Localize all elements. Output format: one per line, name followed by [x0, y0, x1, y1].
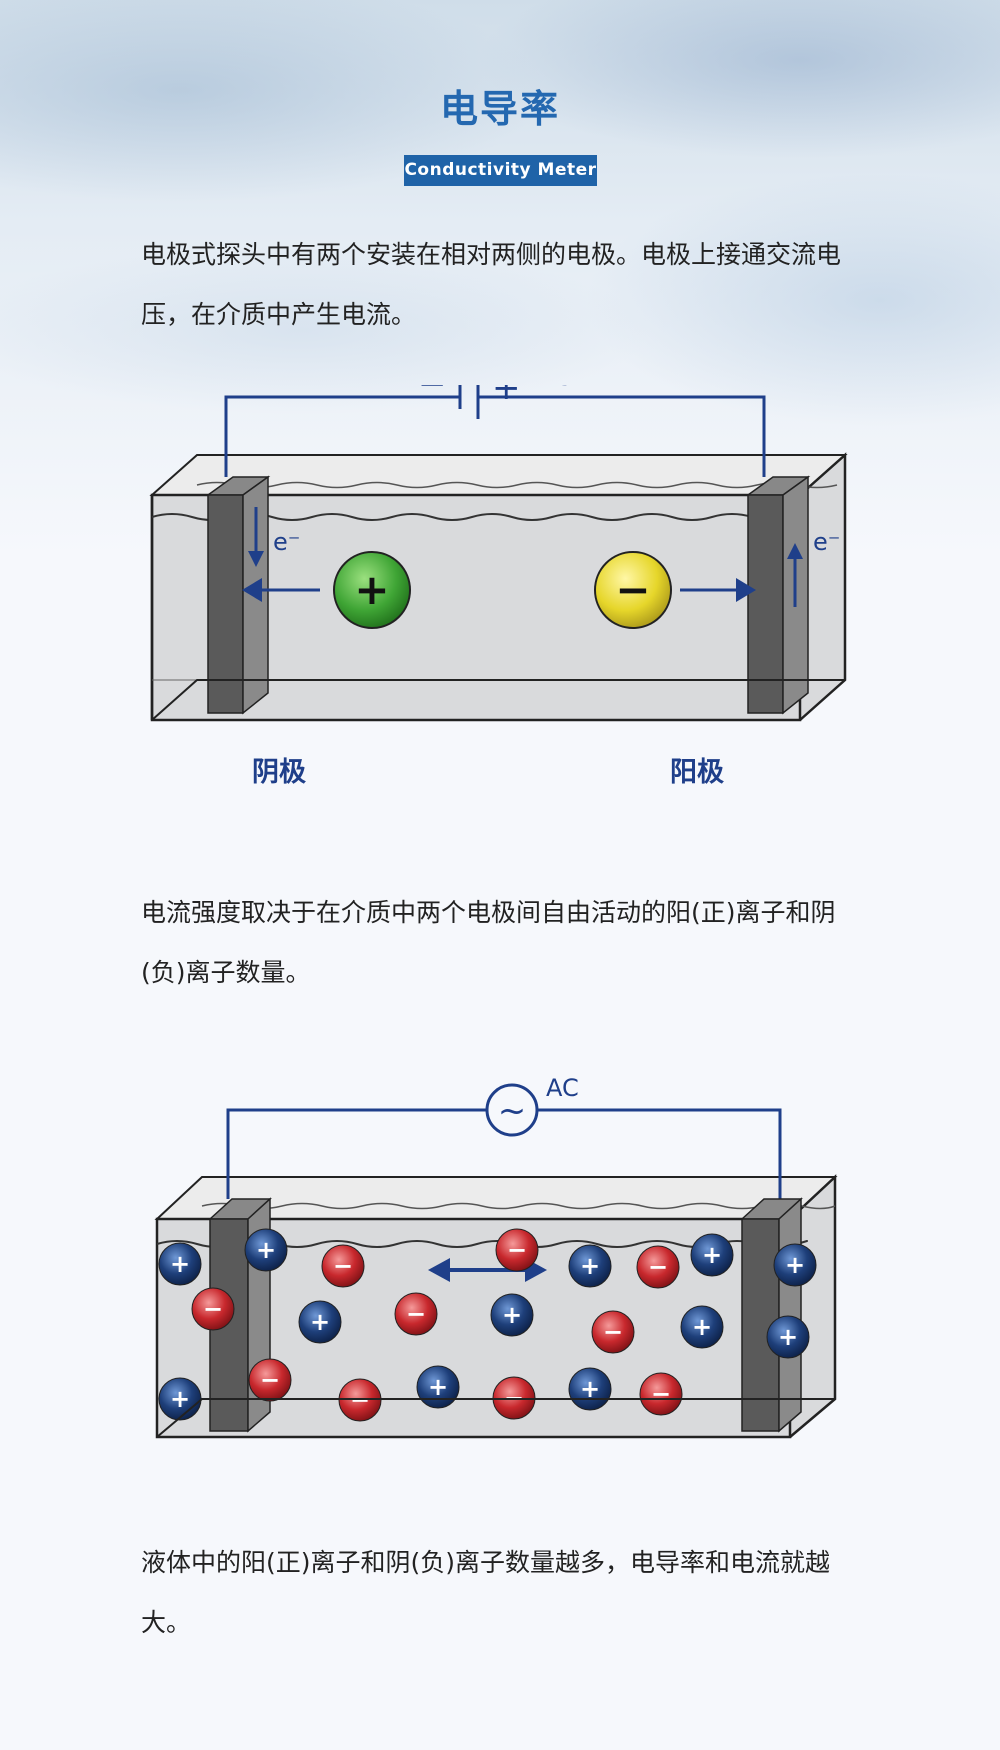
- ac-source-circle: [485, 1083, 539, 1137]
- cation: [490, 1293, 534, 1337]
- cathode-label: 阴极: [252, 757, 306, 788]
- cation: [680, 1305, 724, 1349]
- electron-label-left: e⁻: [273, 528, 300, 556]
- cation-symbol: +: [580, 1252, 600, 1280]
- cation: [416, 1365, 460, 1409]
- ac-source-label: AC: [546, 1074, 579, 1102]
- anode-label: 阳极: [670, 757, 724, 788]
- cathode-electrode: [207, 494, 244, 714]
- right-electrode: [741, 1218, 780, 1432]
- conclusion-paragraph: 液体中的阳(正)离子和阴(负)离子数量越多，电导率和电流就越大。: [141, 1548, 831, 1637]
- cation: [690, 1233, 734, 1277]
- anion-symbol: −: [648, 1253, 668, 1281]
- cation: [766, 1315, 810, 1359]
- wire-left: [224, 395, 460, 477]
- cation-symbol: +: [310, 1308, 330, 1336]
- anion: [191, 1287, 235, 1331]
- ac-electrode-diagram: ~ AC ++−−+−−++−−++−+−+−+−++: [154, 1074, 838, 1439]
- anion: [594, 551, 672, 629]
- anion: [636, 1245, 680, 1289]
- battery-minus-sign: −: [418, 385, 447, 404]
- cation-symbol: +: [428, 1373, 448, 1401]
- anion: [639, 1372, 683, 1416]
- anion: [591, 1310, 635, 1354]
- anion-symbol: −: [615, 565, 650, 614]
- cation-symbol: +: [580, 1375, 600, 1403]
- cation-symbol: +: [170, 1250, 190, 1278]
- anion: [394, 1292, 438, 1336]
- cation: [244, 1228, 288, 1272]
- anion: [495, 1228, 539, 1272]
- battery-plus-sign: +: [492, 385, 521, 408]
- electron-label-right: e⁻: [813, 528, 840, 556]
- cation-symbol: +: [354, 565, 389, 614]
- wire-left: [226, 1108, 487, 1199]
- anion-symbol: −: [203, 1295, 223, 1323]
- wire-right: [478, 395, 766, 477]
- anion: [248, 1358, 292, 1402]
- anion-symbol: −: [260, 1366, 280, 1394]
- tank-body: [152, 455, 845, 720]
- anion-symbol: −: [507, 1236, 527, 1264]
- cation: [158, 1242, 202, 1286]
- anion: [321, 1244, 365, 1288]
- anion-symbol: −: [333, 1252, 353, 1280]
- cation: [568, 1244, 612, 1288]
- ac-wave-symbol: ~: [498, 1091, 527, 1131]
- cation: [773, 1243, 817, 1287]
- page-title: 电导率: [439, 87, 560, 131]
- anion-symbol: −: [651, 1380, 671, 1408]
- cation-symbol: +: [170, 1385, 190, 1413]
- wire-right: [537, 1108, 782, 1199]
- dc-electrode-diagram: − + DC e⁻ e⁻ + − 阴极 阳极: [149, 385, 848, 788]
- intro-paragraph: 电极式探头中有两个安装在相对两侧的电极。电极上接通交流电压，在介质中产生电流。: [141, 240, 842, 329]
- cation-symbol: +: [778, 1323, 798, 1351]
- cation-symbol: +: [502, 1301, 522, 1329]
- cation: [333, 551, 411, 629]
- cation: [298, 1300, 342, 1344]
- cation-symbol: +: [702, 1241, 722, 1269]
- current-paragraph: 电流强度取决于在介质中两个电极间自由活动的阳(正)离子和阴(负)离子数量。: [141, 898, 836, 987]
- cation-symbol: +: [692, 1313, 712, 1341]
- subtitle-badge: Conductivity Meter: [404, 155, 597, 186]
- dc-source-label: DC: [536, 385, 571, 391]
- anion-symbol: −: [406, 1300, 426, 1328]
- cation-symbol: +: [256, 1236, 276, 1264]
- anion-symbol: −: [603, 1318, 623, 1346]
- cation-symbol: +: [785, 1251, 805, 1279]
